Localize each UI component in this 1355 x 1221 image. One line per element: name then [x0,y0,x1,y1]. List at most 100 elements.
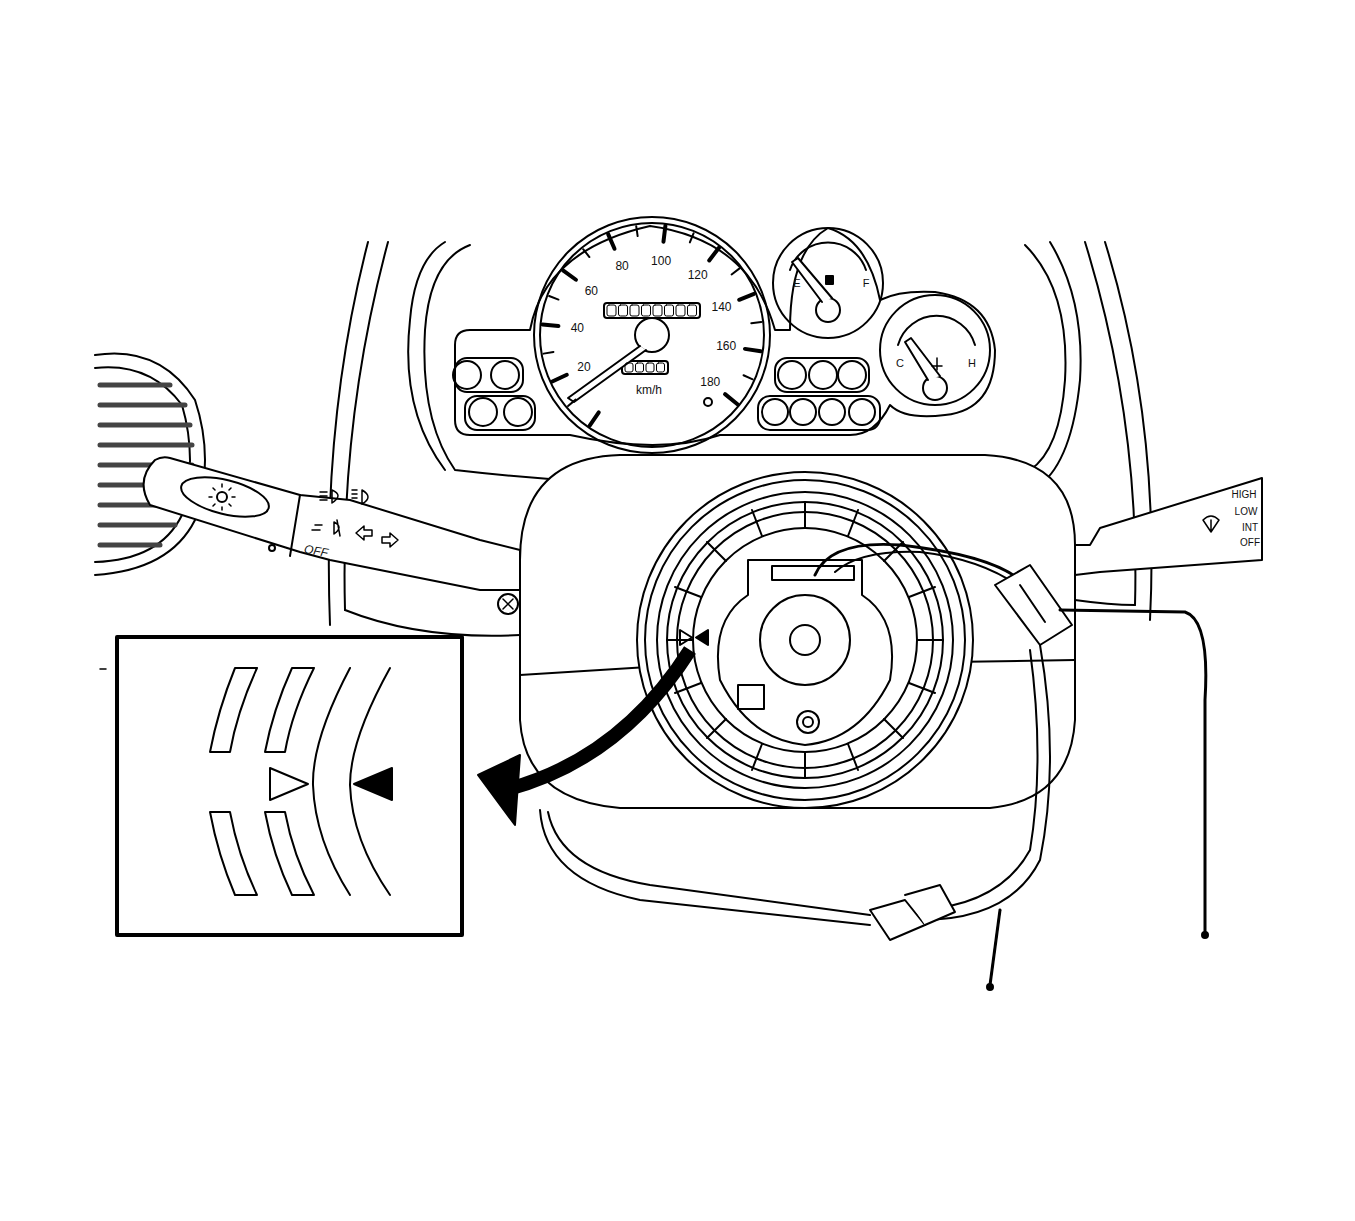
detail-inset [117,637,462,935]
wire-harness [905,885,955,925]
switch-position: INT [1242,523,1258,533]
wire-harness [548,812,870,915]
speedometer-tick [751,322,761,323]
instrument-cluster [491,361,519,389]
instrument-cluster [540,223,764,447]
wire-harness [920,650,1038,910]
instrument-cluster [792,258,832,302]
speedometer-tick [739,294,754,300]
instrument-cluster [758,396,880,430]
speed-scale-number: 20 [577,361,590,373]
clock-spring [645,480,965,800]
detail-inset [265,812,314,895]
wire-harness [987,984,993,990]
speedometer-tick [543,226,762,426]
instrument-cluster [604,303,700,318]
light-switch-stalk [312,520,340,536]
detail-arrow [478,650,690,825]
instrument-cluster [469,398,497,426]
speedometer-tick [636,226,637,236]
light-switch-stalk [320,490,368,504]
wire-harness [1020,585,1045,622]
instrument-cluster [809,361,837,389]
light-switch-stalk [290,495,300,556]
clock-spring [790,625,820,655]
odometer-digit [607,305,697,372]
speed-scale-number: 40 [571,322,584,334]
gauge-mark: C [896,358,904,369]
detail-arrow [478,755,520,825]
gauge-mark: E [793,278,800,289]
speed-scale-number: 60 [585,285,598,297]
odometer-digit [636,363,644,372]
clock-spring [637,472,973,808]
speedometer-tick [543,324,559,326]
odometer-digit [688,305,697,316]
switch-position: LOW [1235,507,1258,517]
detail-arrow [505,650,690,790]
clock-spring [760,595,850,685]
wire-harness [990,910,1000,985]
odometer-digit [619,305,628,316]
instrument-hood [329,242,368,625]
detail-inset [354,768,392,800]
instrument-cluster [453,361,481,389]
speedometer-tick [568,400,576,406]
wire-harness [995,565,1072,645]
light-switch-stalk [269,545,275,551]
wiper-switch-stalk [1075,478,1262,575]
instrument-cluster [775,358,869,392]
speedometer-tick [590,412,599,425]
switch-position: OFF [303,543,329,559]
detail-inset [100,668,106,670]
speed-scale-number: 160 [716,340,736,352]
detail-inset [270,768,308,800]
speedometer-tick [583,249,589,257]
light-switch-stalk [144,457,520,590]
speed-scale-number: 180 [700,376,720,388]
instrument-cluster [453,217,995,453]
instrument-cluster [826,276,833,284]
instrument-cluster [905,338,940,380]
clock-spring [657,492,953,788]
speed-unit: km/h [636,384,662,396]
wire-harness [540,810,870,925]
speed-scale-number: 140 [712,301,732,313]
odometer-digit [625,363,633,372]
clock-spring [718,560,892,745]
gauge-mark: H [968,358,976,369]
column-shroud [520,455,1075,808]
odometer-digit [657,363,665,372]
speedometer-tick [725,394,737,404]
clock-spring [667,502,943,778]
instrument-cluster [816,298,840,322]
speedometer-tick [663,226,665,242]
wire-harness [1202,932,1208,938]
clock-spring [696,630,708,645]
speed-scale-number: 100 [651,255,671,267]
speedometer-tick [690,233,694,242]
instrument-cluster [704,398,712,406]
speedometer-tick [744,375,753,379]
wire-harness [1060,610,1206,935]
instrument-cluster [932,358,942,370]
speedometer-tick [544,352,554,354]
detail-inset [313,668,350,895]
instrument-hood [408,242,1080,485]
light-switch-stalk [356,526,398,547]
light-switch-stalk [209,484,235,510]
wiper-switch-stalk [1203,516,1219,532]
instrument-cluster [455,358,523,392]
odometer-digit [642,305,651,316]
odometer-digit [646,363,654,372]
gauge-mark: F [863,278,870,289]
column-shroud [498,455,1075,808]
column-shroud [498,594,518,614]
odometer-digit [665,305,674,316]
instrument-hood [424,245,1065,488]
clock-spring [637,472,973,808]
instrument-cluster [849,399,875,425]
instrument-cluster [465,396,535,430]
